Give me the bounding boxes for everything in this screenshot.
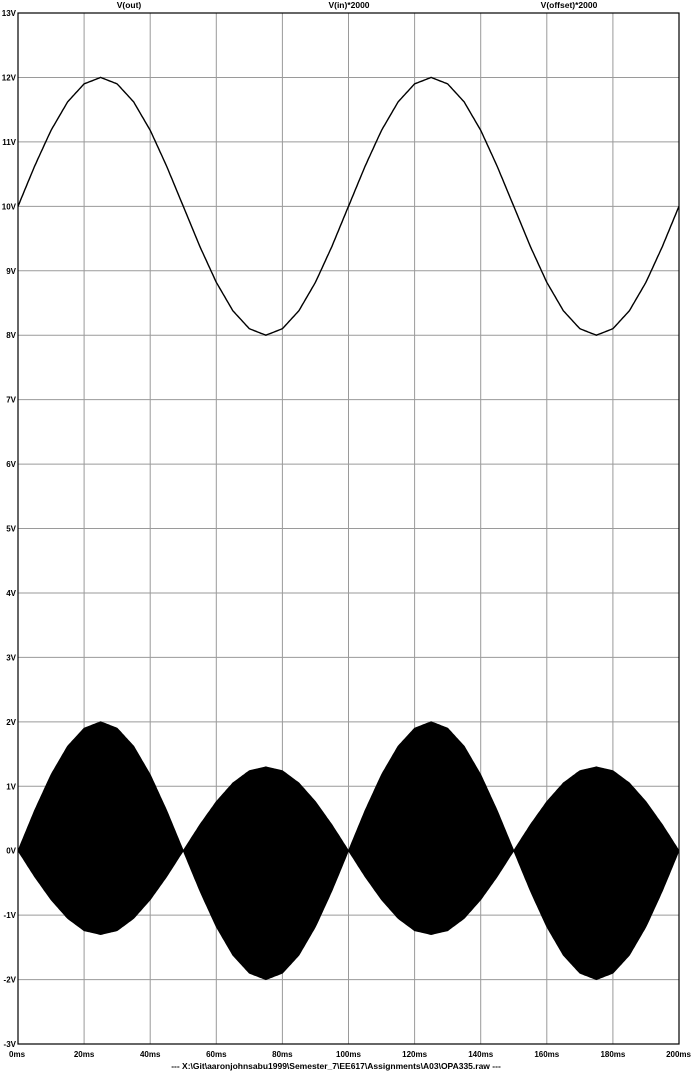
- series-vin-voffset-band: [17, 721, 680, 981]
- file-path-footer: --- X:\Git\aaronjohnsabu1999\Semester_7\…: [171, 1061, 501, 1071]
- y-tick-label: 8V: [6, 331, 16, 340]
- y-tick-label: 7V: [6, 396, 16, 405]
- y-tick-label: 6V: [6, 460, 16, 469]
- y-tick-label: 2V: [6, 718, 16, 727]
- y-tick-label: 11V: [2, 138, 16, 147]
- series-v-out-line: [17, 76, 680, 336]
- y-tick-label: 9V: [6, 267, 16, 276]
- y-tick-label: -1V: [4, 911, 17, 920]
- x-axis-ticks: 0ms 20ms 40ms 60ms 80ms 100ms 120ms 140ms 160ms 1…: [9, 1050, 692, 1059]
- y-tick-label: -2V: [4, 976, 17, 985]
- x-tick-label: 200ms: [666, 1050, 691, 1059]
- y-tick-label: 10V: [2, 202, 17, 211]
- x-tick-label: 160ms: [534, 1050, 559, 1059]
- legend-v-in: V(in)*2000: [328, 0, 369, 10]
- x-tick-label: 120ms: [402, 1050, 427, 1059]
- x-tick-label: 40ms: [140, 1050, 161, 1059]
- y-tick-label: -3V: [4, 1040, 17, 1049]
- legend-v-out: V(out): [117, 0, 142, 10]
- y-tick-label: 5V: [6, 525, 16, 534]
- y-tick-label: 4V: [6, 589, 16, 598]
- y-tick-label: 13V: [2, 9, 17, 18]
- y-tick-label: 1V: [6, 782, 16, 791]
- series-layer: [17, 76, 680, 981]
- y-tick-label: 0V: [6, 847, 16, 856]
- y-tick-label: 3V: [6, 653, 16, 662]
- legend-v-offset: V(offset)*2000: [541, 0, 598, 10]
- x-tick-label: 100ms: [336, 1050, 361, 1059]
- x-tick-label: 0ms: [9, 1050, 26, 1059]
- y-axis-ticks: 13V 12V 11V 10V 9V 8V 7V 6V 5V 4V 3V 2V 1V 0V -1V -2V -3…: [2, 9, 17, 1049]
- x-tick-label: 180ms: [600, 1050, 625, 1059]
- plot-frame: [17, 12, 680, 1045]
- x-tick-label: 140ms: [468, 1050, 493, 1059]
- x-tick-label: 60ms: [206, 1050, 227, 1059]
- x-tick-label: 20ms: [74, 1050, 95, 1059]
- x-tick-label: 80ms: [272, 1050, 293, 1059]
- y-tick-label: 12V: [2, 73, 17, 82]
